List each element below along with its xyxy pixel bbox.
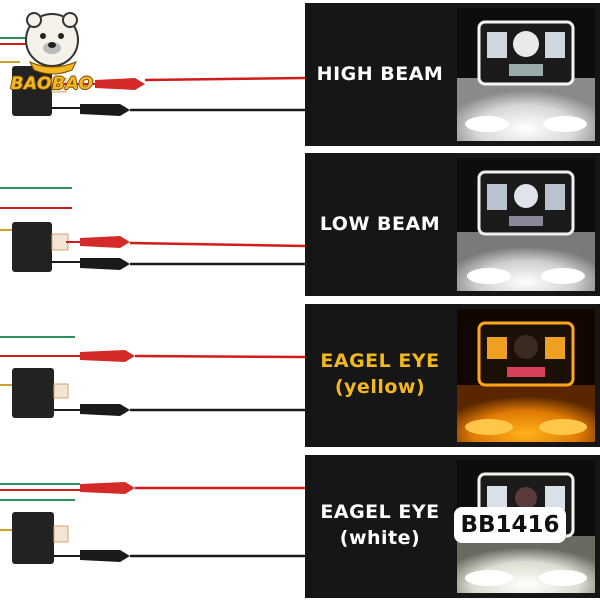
brand-logo-text: BAOBAO — [10, 74, 94, 94]
connector-plug — [12, 368, 54, 418]
connector-plug — [12, 66, 52, 116]
alligator-clip-red — [80, 236, 130, 248]
alligator-clip-black — [80, 404, 130, 416]
wiring-eagle-eye-white — [0, 482, 305, 564]
connector-plug — [12, 222, 52, 272]
mode-label-line2: (yellow) — [334, 376, 426, 398]
mode-label-line1: EAGEL EYE — [320, 501, 440, 523]
mode-label: HIGH BEAM — [305, 61, 455, 87]
mode-panel-eagle-eye-yellow: EAGEL EYE (yellow) — [305, 304, 600, 447]
model-number-badge: BB1416 — [454, 507, 566, 543]
connector-plug — [12, 512, 54, 564]
wiring-eagle-eye-yellow — [0, 336, 306, 418]
bear-mascot-icon — [25, 12, 79, 75]
mode-panel-low-beam: LOW BEAM — [305, 153, 600, 296]
wiring-low-beam — [0, 187, 306, 272]
alligator-clip-red — [80, 482, 135, 494]
alligator-clip-black — [80, 104, 130, 116]
alligator-clip-red — [80, 350, 135, 362]
headlight-photo — [457, 8, 595, 141]
mode-label: EAGEL EYE (white) — [305, 499, 455, 551]
alligator-clip-black — [80, 550, 130, 562]
alligator-clip-red — [95, 78, 145, 90]
mode-label-line2: (white) — [339, 527, 421, 549]
mode-panel-high-beam: HIGH BEAM — [305, 3, 600, 146]
wiring-high-beam — [0, 37, 306, 116]
mode-label-line1: HIGH BEAM — [316, 63, 444, 85]
mode-label: LOW BEAM — [305, 211, 455, 237]
headlight-photo — [457, 158, 595, 291]
mode-label-line1: EAGEL EYE — [320, 350, 440, 372]
mode-label: EAGEL EYE (yellow) — [305, 348, 455, 400]
brand-logo: BAOBAO — [6, 8, 98, 96]
mode-label-line1: LOW BEAM — [319, 213, 441, 235]
headlight-photo — [457, 309, 595, 442]
alligator-clip-black — [80, 258, 130, 270]
